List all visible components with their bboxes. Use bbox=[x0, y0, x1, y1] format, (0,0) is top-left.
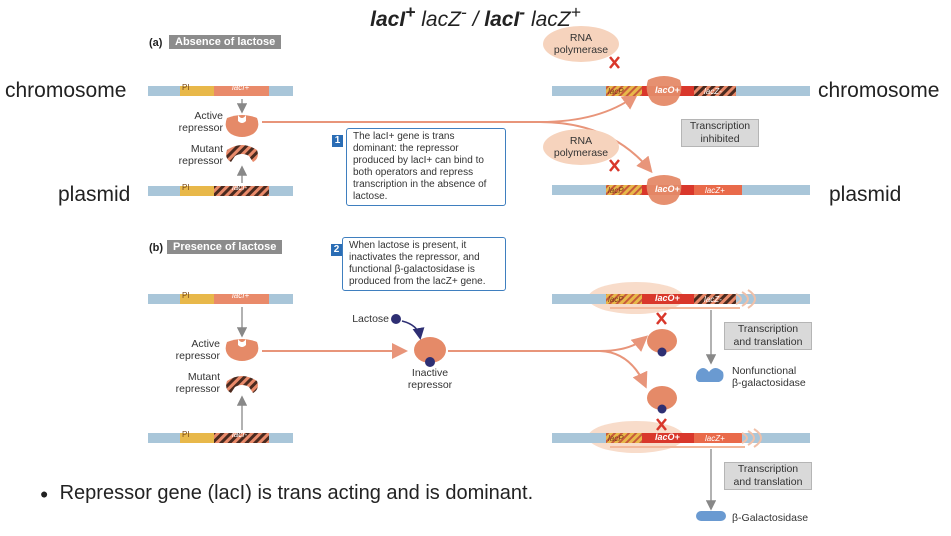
note-number-1: 1 bbox=[332, 135, 343, 147]
gene-pi-b1: PI bbox=[182, 291, 190, 300]
transcription-translation-box-2: Transcription and translation bbox=[724, 462, 812, 490]
lactose-label: Lactose bbox=[352, 313, 389, 325]
active-repressor-a bbox=[225, 115, 259, 137]
chromosome-label-right: chromosome bbox=[818, 79, 940, 102]
gene-laco-b2: lacO+ bbox=[655, 432, 680, 442]
gene-pi-a1: PI bbox=[182, 83, 190, 92]
mutant-repressor-b bbox=[226, 376, 258, 393]
bullet-note: ● Repressor gene (lacI) is trans acting … bbox=[40, 482, 534, 504]
nonfunctional-protein bbox=[695, 368, 724, 382]
note-2: When lactose is present, it inactivates … bbox=[342, 237, 506, 291]
dna-b-chromosome-right bbox=[552, 294, 810, 304]
gene-pi-b2: PI bbox=[182, 430, 190, 439]
rna-polymerase-label-a2: RNA polymerase bbox=[553, 135, 609, 159]
panel-b-heading: Presence of lactose bbox=[167, 240, 283, 254]
mutant-repressor-label-a: Mutant repressor bbox=[178, 143, 223, 167]
gene-lacp-b2: lacP bbox=[608, 434, 624, 443]
bound-repressor-a2 bbox=[646, 175, 682, 205]
dna-a-plasmid-left bbox=[148, 186, 293, 196]
dna-b-plasmid-left bbox=[148, 433, 293, 443]
gene-lacz-minus-b: lacZ- bbox=[704, 295, 722, 304]
gene-lacp-b1: lacP bbox=[608, 295, 624, 304]
plasmid-label-left: plasmid bbox=[58, 183, 131, 206]
mutant-repressor-label-b: Mutant repressor bbox=[175, 371, 220, 395]
plasmid-label-right: plasmid bbox=[829, 183, 902, 206]
gene-laci-minus-b: lacI- bbox=[232, 430, 248, 439]
gene-laci-plus-a: lacI+ bbox=[232, 83, 250, 92]
gene-lacp-a2: lacP bbox=[608, 186, 624, 195]
rna-polymerase-label-a1: RNA polymerase bbox=[553, 32, 609, 56]
gene-laco-a1: lacO+ bbox=[655, 85, 680, 95]
dna-a-chromosome-left bbox=[148, 86, 293, 96]
bgal-label: β-Galactosidase bbox=[732, 512, 809, 524]
gene-lacp-a1: lacP bbox=[608, 87, 624, 96]
beta-galactosidase-protein bbox=[696, 511, 726, 521]
gene-laco-a2: lacO+ bbox=[655, 184, 680, 194]
dna-b-plasmid-right bbox=[552, 433, 810, 443]
note-1: The lacI+ gene is trans dominant: the re… bbox=[346, 128, 506, 206]
panel-b-tag: (b) bbox=[149, 242, 164, 254]
rna-polymerase-a2 bbox=[543, 129, 619, 165]
rna-polymerase-a1 bbox=[543, 26, 619, 62]
gene-pi-a2: PI bbox=[182, 183, 190, 192]
gene-laco-b1: lacO+ bbox=[655, 293, 680, 303]
bound-repressor-a1 bbox=[646, 76, 682, 106]
gene-lacz-plus-b: lacZ+ bbox=[705, 434, 725, 443]
chromosome-label-left: chromosome bbox=[5, 79, 127, 102]
block-x-icon-b1 bbox=[656, 312, 667, 325]
active-repressor-b bbox=[225, 339, 259, 361]
gene-laci-plus-b: lacI+ bbox=[232, 291, 250, 300]
inactive-repressor bbox=[414, 337, 446, 363]
transcription-inhibited-box: Transcription inhibited bbox=[681, 119, 759, 147]
gene-lacz-minus-a: lacZ- bbox=[704, 87, 722, 96]
block-x-icon-a2 bbox=[609, 159, 620, 172]
panel-a-heading: Absence of lactose bbox=[169, 35, 282, 49]
transcription-translation-box-1: Transcription and translation bbox=[724, 322, 812, 350]
mutant-repressor-a bbox=[226, 145, 258, 162]
inactive-repressor-label: Inactive repressor bbox=[407, 367, 453, 391]
note-number-2: 2 bbox=[331, 244, 342, 256]
block-x-icon-a1 bbox=[609, 56, 620, 69]
gene-laci-minus-a: lacI- bbox=[232, 183, 248, 192]
nonfunctional-bgal-label: Nonfunctional β-galactosidase bbox=[732, 365, 806, 389]
active-repressor-label-b: Active repressor bbox=[175, 338, 220, 362]
gene-lacz-plus-a: lacZ+ bbox=[705, 186, 725, 195]
dna-b-chromosome-left bbox=[148, 294, 293, 304]
panel-a-tag: (a) bbox=[149, 37, 163, 49]
block-x-icon-b2 bbox=[656, 418, 667, 431]
page-title: lacI+ lacZ- / lacI- lacZ+ bbox=[370, 2, 581, 31]
lactose-molecule bbox=[391, 314, 401, 324]
active-repressor-label-a: Active repressor bbox=[178, 110, 223, 134]
